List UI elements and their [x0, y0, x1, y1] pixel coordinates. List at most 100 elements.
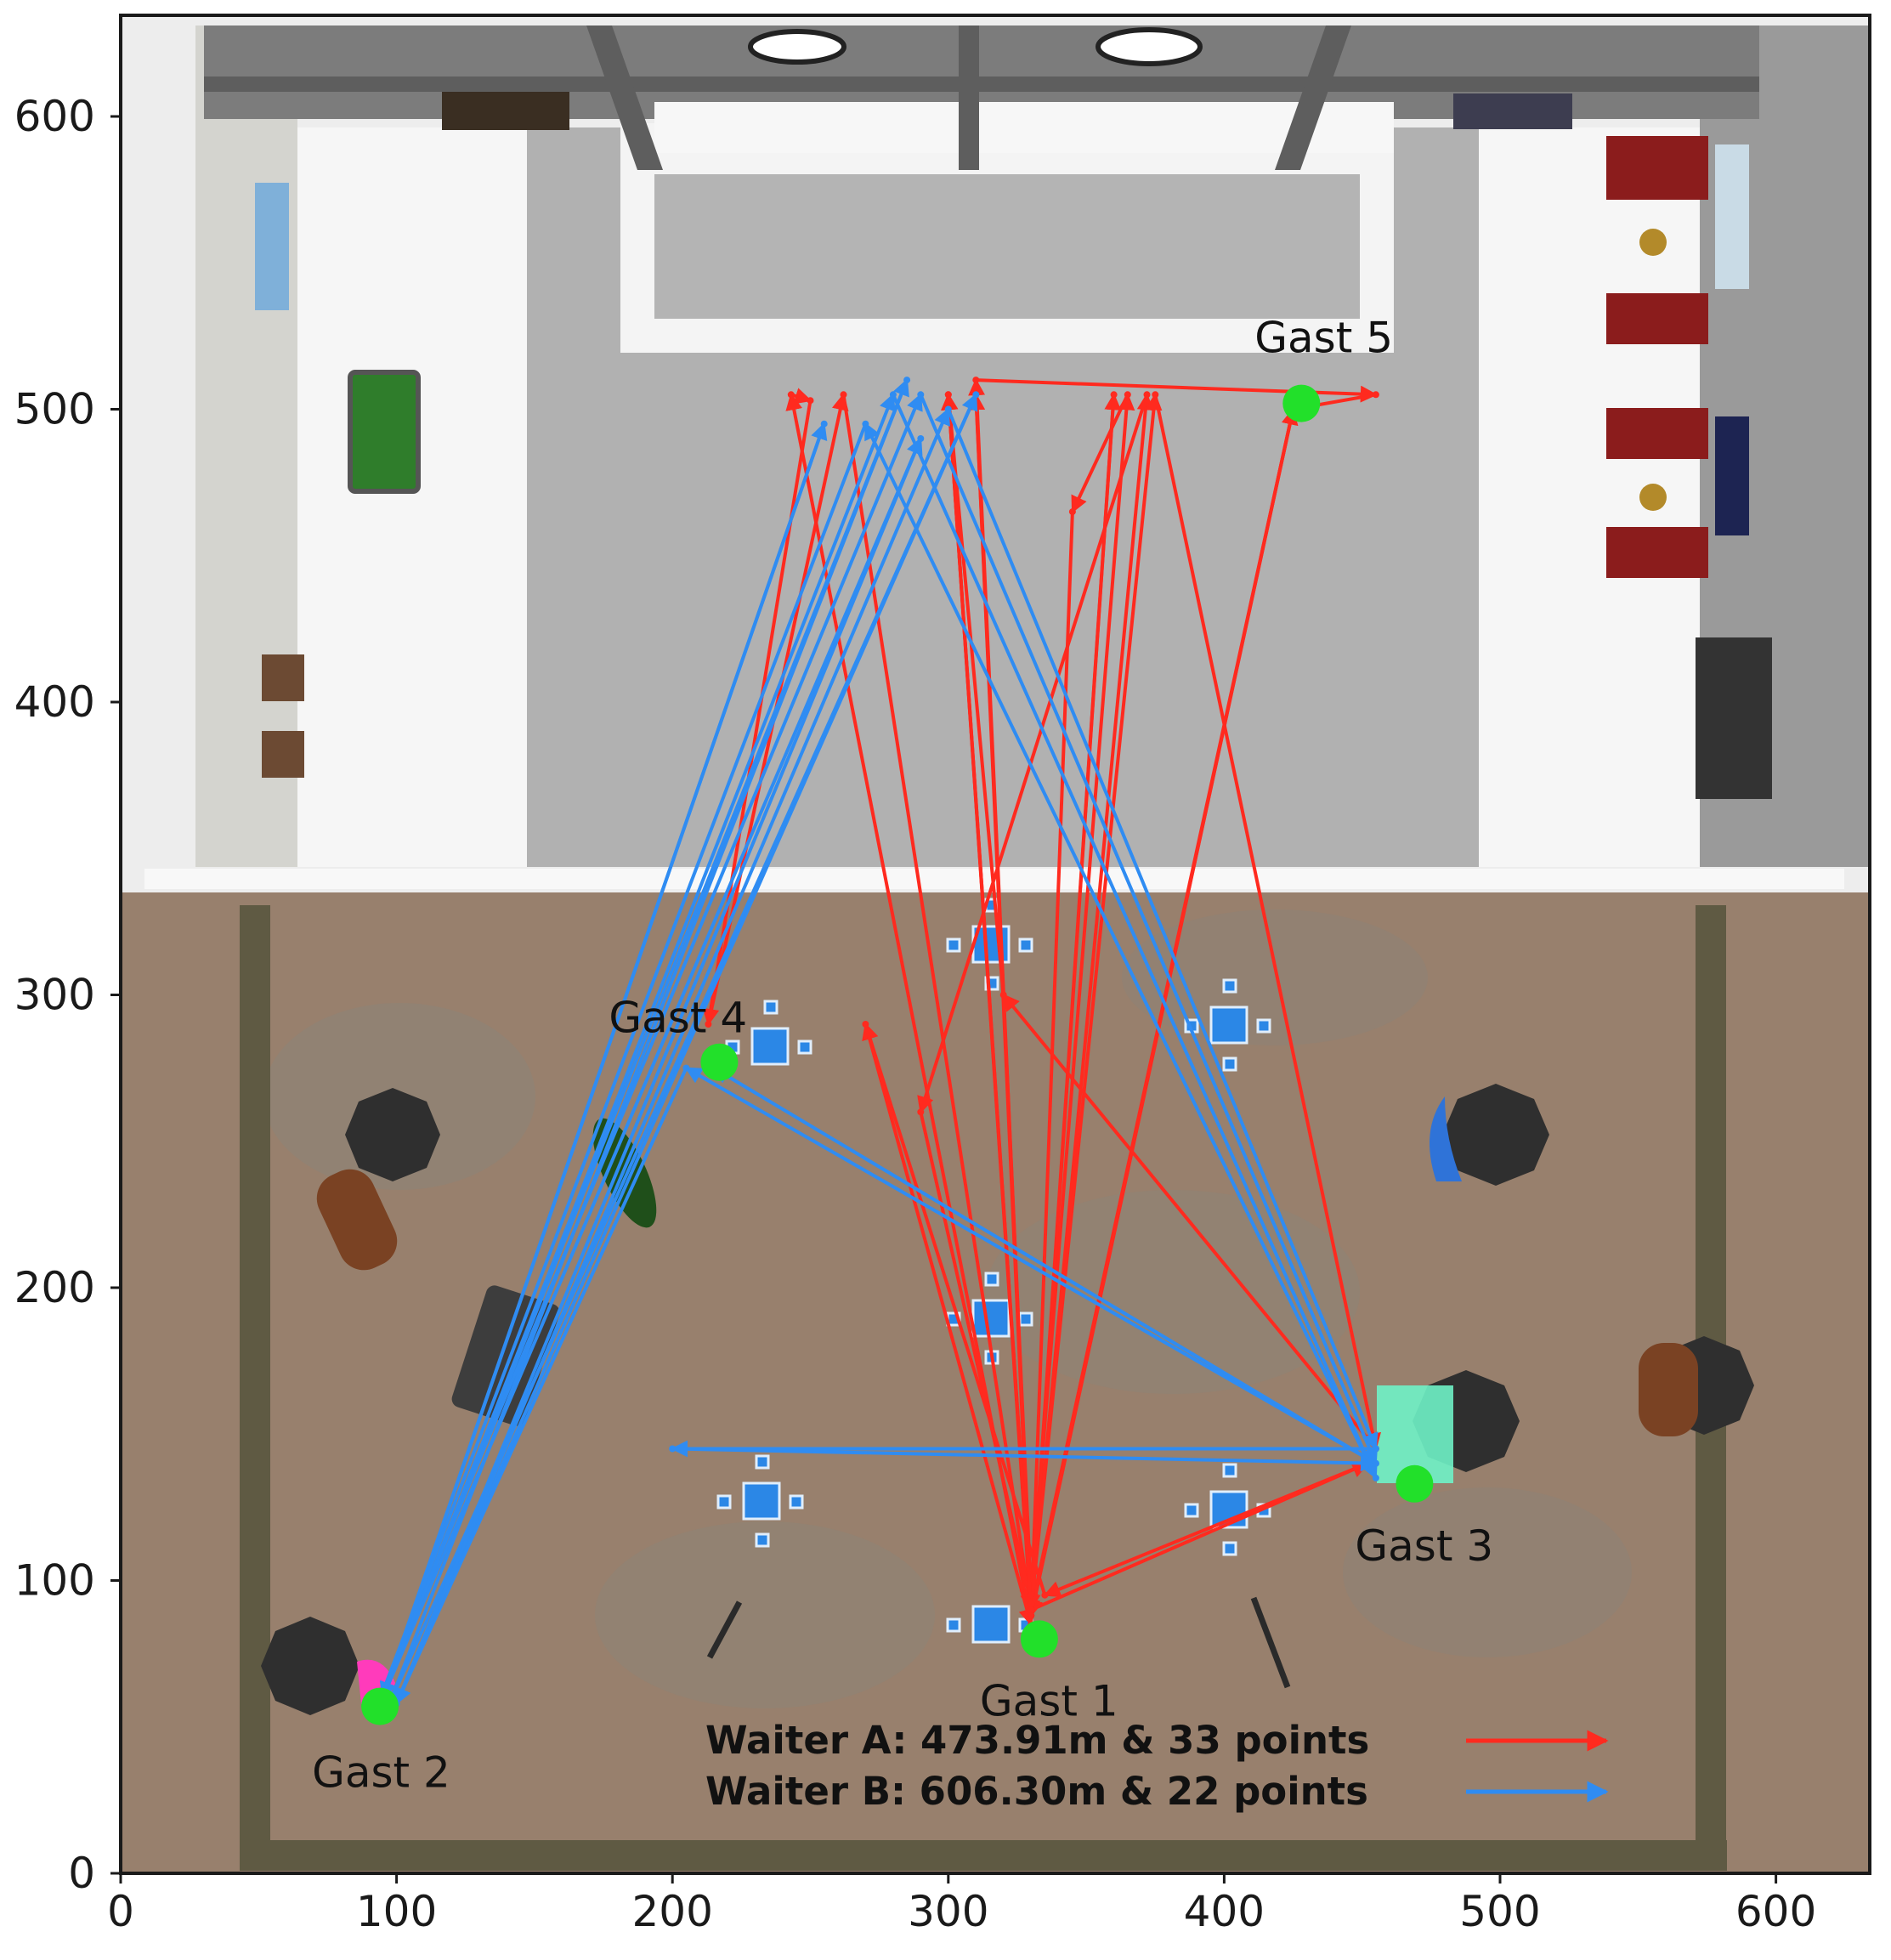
waiter-b-point: [917, 391, 925, 399]
waiter-b-path-segment: [672, 1447, 1378, 1472]
guest-marker: [361, 1687, 399, 1725]
waiter-a-path-segment: [702, 399, 812, 1026]
waiter-a-point: [1028, 1591, 1035, 1599]
waiter-b-path-segment: [919, 394, 1379, 1465]
bar-shelf: [654, 102, 1394, 153]
waiter-a-point: [807, 397, 814, 405]
wall-picture: [1715, 144, 1749, 289]
waiter-b-path-segment: [387, 394, 978, 1708]
guest-marker: [700, 1043, 739, 1081]
waiter-a-point: [972, 377, 980, 384]
lounger: [1639, 1343, 1698, 1436]
umbrella: [1442, 1084, 1549, 1186]
lounger: [316, 1169, 398, 1271]
table-group: [716, 898, 1271, 1644]
waiter-b-point: [820, 420, 828, 428]
waiter-b-path-segment: [946, 408, 1379, 1451]
wall-picture: [442, 92, 569, 130]
waiter-a-point: [1110, 391, 1118, 399]
planter-border-left: [240, 905, 270, 1857]
pool-table: [348, 370, 421, 494]
planter-border-bottom: [240, 1840, 1727, 1871]
waiter-b-path-segment: [376, 393, 923, 1708]
guest-marker: [1282, 384, 1321, 422]
waiter-a-point: [1028, 1606, 1035, 1613]
waiter-paths: [373, 377, 1382, 1710]
guest-label: Gast 1: [980, 1676, 1118, 1725]
terrace-stain: [1343, 1487, 1632, 1657]
left-shelving: [195, 25, 297, 867]
waiter-a-path-segment: [863, 1023, 1036, 1627]
y-tick-label: 600: [14, 92, 95, 141]
waiter-a-path-segment: [1153, 394, 1382, 1451]
waiter-a-path-segment: [1029, 393, 1163, 1611]
guest-marker: [1020, 1620, 1058, 1658]
waiter-a-point: [917, 1108, 925, 1116]
waiter-a-point: [705, 1021, 712, 1028]
booth-seat: [1606, 527, 1708, 578]
ceiling-light: [748, 29, 846, 65]
waiter-b-point: [862, 420, 869, 428]
waiter-b-path-segment: [712, 1066, 1377, 1465]
wall-shelf: [262, 654, 304, 701]
left-aisle: [297, 127, 527, 867]
waiter-b-point: [1372, 1445, 1379, 1453]
bar-inner: [654, 174, 1360, 319]
waiter-a-point: [787, 391, 795, 399]
x-tick-label: 0: [107, 1887, 134, 1936]
terrace-stain: [595, 1521, 935, 1708]
wall-picture: [1453, 93, 1572, 129]
bench: [1250, 1596, 1291, 1689]
waiter-a-point: [1041, 1591, 1049, 1599]
y-tick-label: 200: [14, 1263, 95, 1312]
waiter-b-path-segment: [394, 407, 950, 1704]
waiter-a-point: [1068, 508, 1076, 516]
wall-picture: [255, 183, 289, 310]
waiter-b-point: [1372, 1474, 1379, 1481]
guest-marker: [1396, 1464, 1434, 1503]
ceiling-light: [1096, 27, 1203, 66]
x-tick-label: 500: [1459, 1887, 1540, 1936]
waiter-b-point: [682, 1064, 690, 1072]
waiter-a-path-segment: [862, 1022, 1047, 1596]
x-tick-label: 200: [631, 1887, 712, 1936]
roof-beam: [1275, 25, 1351, 170]
terrace-stain: [986, 1190, 1360, 1394]
waiter-a-path-segment: [841, 394, 1038, 1612]
waiter-b-path-segment: [379, 423, 826, 1700]
y-tick-label: 100: [14, 1556, 95, 1606]
guest-label: Gast 5: [1254, 314, 1393, 363]
waiter-b-point: [889, 391, 897, 399]
wall-picture: [1715, 416, 1749, 535]
legend-label-waiter-b: Waiter B: 606.30m & 22 points: [705, 1769, 1368, 1814]
y-tick-label: 500: [14, 385, 95, 434]
waiter-a-point: [1152, 391, 1159, 399]
x-tick-label: 400: [1184, 1887, 1265, 1936]
booth-seat: [1606, 293, 1708, 344]
waiter-a-path-segment: [1002, 993, 1378, 1450]
waiter-a-point: [944, 391, 952, 399]
waiter-a-path-segment: [1026, 409, 1295, 1617]
x-tick-label: 600: [1735, 1887, 1816, 1936]
waiter-a-point: [1028, 1612, 1035, 1619]
waiter-a-path-segment: [1023, 394, 1116, 1612]
wall-vent: [1696, 637, 1772, 799]
waiter-b-point: [669, 1445, 677, 1453]
x-tick-label: 100: [356, 1887, 437, 1936]
floorplan-background: [121, 15, 1870, 1873]
waiter-b-path-segment: [863, 422, 1378, 1479]
legend: Waiter A: 473.91m & 33 points Waiter B: …: [705, 1718, 1609, 1814]
waiter-a-point: [1143, 391, 1151, 399]
waiter-a-point: [999, 991, 1007, 999]
legend-label-waiter-a: Waiter A: 473.91m & 33 points: [705, 1718, 1369, 1763]
y-tick-label: 0: [68, 1849, 95, 1898]
y-tick-label: 400: [14, 677, 95, 727]
waiter-b-point: [972, 391, 980, 399]
waiter-a-path-segment: [941, 393, 1005, 995]
wall-shelf: [262, 731, 304, 778]
waiter-a-path-segment: [1071, 394, 1130, 513]
guest-label: Gast 3: [1355, 1521, 1493, 1571]
terrace-stain: [1122, 909, 1428, 1045]
booth-seat: [1606, 408, 1708, 459]
